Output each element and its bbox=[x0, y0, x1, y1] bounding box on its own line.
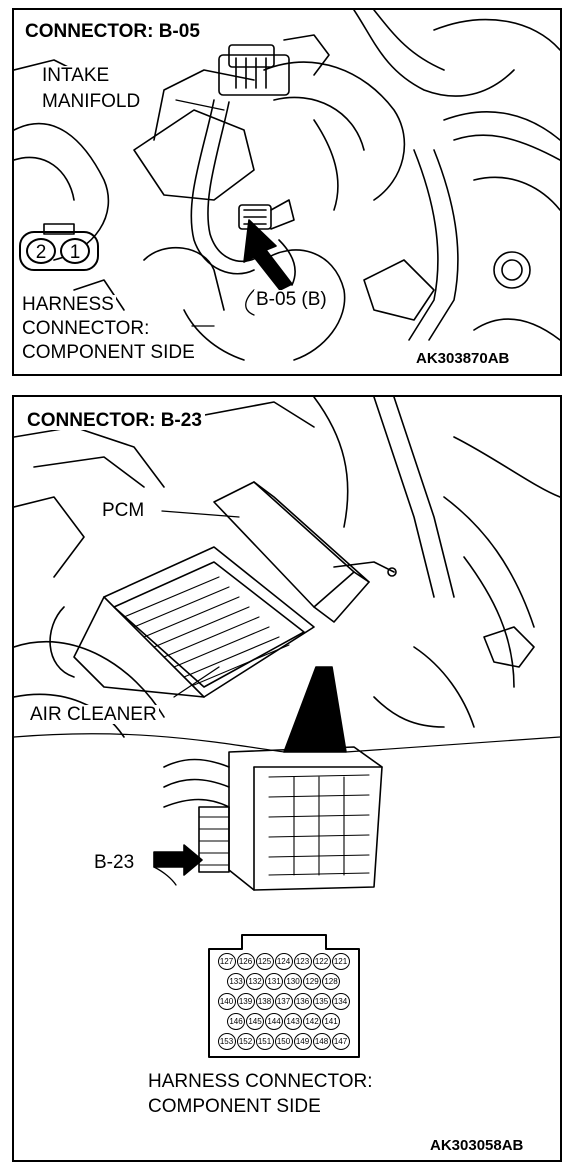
manifold-label: MANIFOLD bbox=[40, 91, 143, 112]
connector-b05-label: B-05 (B) bbox=[254, 289, 329, 310]
pin-139: 139 bbox=[236, 993, 255, 1010]
pin-146: 146 bbox=[227, 1013, 245, 1030]
air-cleaner-label: AIR CLEANER bbox=[28, 704, 159, 725]
pin-127: 127 bbox=[217, 953, 236, 970]
harness-label-line2: CONNECTOR: bbox=[20, 318, 152, 339]
pin-143: 143 bbox=[284, 1013, 302, 1030]
pin-2-marker: 2 bbox=[26, 238, 56, 264]
pin-1-marker: 1 bbox=[60, 238, 90, 264]
pin-124: 124 bbox=[274, 953, 293, 970]
pin-153: 153 bbox=[217, 1033, 236, 1050]
pin-134: 134 bbox=[331, 993, 350, 1010]
pin-142: 142 bbox=[303, 1013, 321, 1030]
pin-147: 147 bbox=[331, 1033, 350, 1050]
connector-b23-label: B-23 bbox=[92, 852, 137, 873]
pin-131: 131 bbox=[265, 973, 283, 990]
pin-135: 135 bbox=[312, 993, 331, 1010]
intake-label: INTAKE bbox=[40, 65, 112, 86]
pin-133: 133 bbox=[227, 973, 245, 990]
pin-150: 150 bbox=[274, 1033, 293, 1050]
pin-144: 144 bbox=[265, 1013, 283, 1030]
pin-129: 129 bbox=[303, 973, 321, 990]
pin-130: 130 bbox=[284, 973, 302, 990]
pin-137: 137 bbox=[274, 993, 293, 1010]
pcm-label: PCM bbox=[100, 500, 147, 521]
harness-label-line1: HARNESS CONNECTOR: bbox=[146, 1071, 375, 1092]
pin-125: 125 bbox=[255, 953, 274, 970]
panel-title: CONNECTOR: B-05 bbox=[22, 22, 203, 41]
figure-code: AK303058AB bbox=[428, 1137, 526, 1154]
panel-title: CONNECTOR: B-23 bbox=[24, 411, 205, 430]
pin-132: 132 bbox=[246, 973, 264, 990]
pin-145: 145 bbox=[246, 1013, 264, 1030]
pin-152: 152 bbox=[236, 1033, 255, 1050]
harness-label-line3: COMPONENT SIDE bbox=[20, 342, 197, 363]
pin-121: 121 bbox=[331, 953, 350, 970]
pin-126: 126 bbox=[236, 953, 255, 970]
connector-b05-panel: CONNECTOR: B-05 INTAKE MANIFOLD 2 1 HARN… bbox=[12, 8, 562, 376]
pin-138: 138 bbox=[255, 993, 274, 1010]
pin-123: 123 bbox=[293, 953, 312, 970]
pin-151: 151 bbox=[255, 1033, 274, 1050]
harness-label-line2: COMPONENT SIDE bbox=[146, 1096, 323, 1117]
pin-128: 128 bbox=[322, 973, 340, 990]
pin-141: 141 bbox=[322, 1013, 340, 1030]
pin-148: 148 bbox=[312, 1033, 331, 1050]
pin-136: 136 bbox=[293, 993, 312, 1010]
engine-bay-illustration-b23 bbox=[14, 397, 560, 1058]
harness-label-line1: HARNESS bbox=[20, 294, 116, 315]
pin-140: 140 bbox=[217, 993, 236, 1010]
connector-b23-panel: CONNECTOR: B-23 PCM AIR CLEANER B-23 127… bbox=[12, 395, 562, 1162]
pin-122: 122 bbox=[312, 953, 331, 970]
pin-149: 149 bbox=[293, 1033, 312, 1050]
figure-code: AK303870AB bbox=[414, 350, 512, 367]
